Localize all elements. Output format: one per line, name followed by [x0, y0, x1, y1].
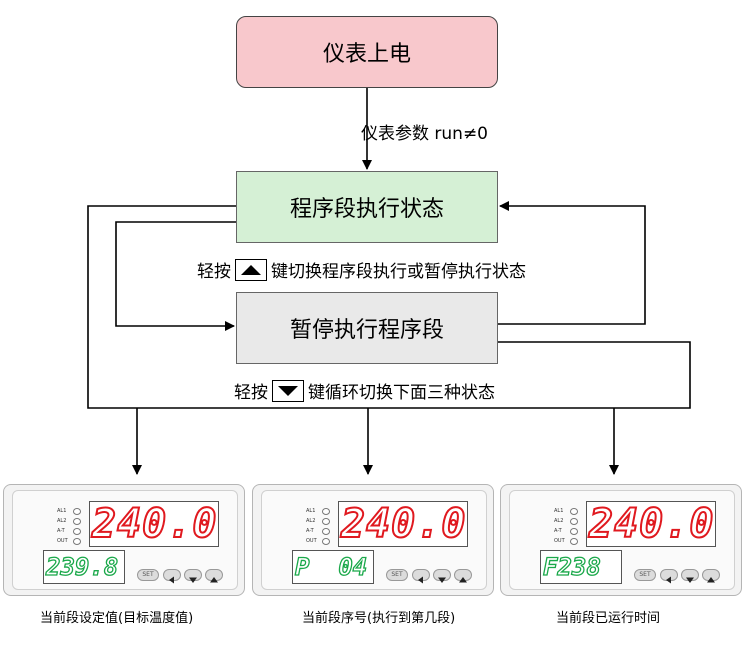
run-condition-label: 仪表参数 run≠0 [361, 124, 489, 144]
pv-value: 240.0 [340, 500, 467, 548]
down-suffix: 键循环切换下面三种状态 [308, 383, 495, 403]
led-at [570, 528, 578, 535]
left-button[interactable] [412, 569, 430, 584]
led-out [322, 538, 330, 545]
caption-panel-1: 当前段设定值(目标温度值) [40, 611, 194, 626]
down-button[interactable] [681, 569, 699, 583]
sv-value: 239.8 [45, 552, 119, 581]
indicator-al1: AL1 [554, 508, 564, 514]
down-button[interactable] [184, 569, 202, 583]
indicator-at: A-T [554, 528, 562, 534]
sv-value: F238 [542, 552, 601, 581]
led-al1 [73, 508, 81, 515]
indicator-al1: AL1 [306, 508, 316, 514]
bus-left [87, 205, 691, 409]
indicator-out: OUT [57, 538, 68, 544]
pv-display: 240.0 [89, 500, 219, 548]
caption-panel-3: 当前段已运行时间 [556, 611, 661, 626]
led-al2 [570, 518, 578, 525]
led-at [73, 528, 81, 535]
up-suffix: 键切换程序段执行或暂停执行状态 [271, 262, 526, 282]
arrow-exec-to-pause [115, 221, 236, 331]
controller-panel-3: AL1 AL2 A-T OUT 240.0 F238 SET [500, 484, 742, 596]
down-prefix: 轻按 [234, 383, 268, 403]
up-key-instruction: 轻按 键切换程序段执行或暂停执行状态 [197, 257, 526, 282]
set-button[interactable]: SET [137, 569, 159, 581]
sv-display: P 04 [292, 550, 374, 584]
up-button[interactable] [702, 569, 720, 583]
led-out [73, 538, 81, 545]
indicator-al2: AL2 [306, 518, 316, 524]
pause-state-box: 暂停执行程序段 [236, 292, 498, 364]
sv-value: P 04 [294, 552, 368, 581]
controller-panel-1: AL1 AL2 A-T OUT 240.0 239.8 SET [3, 484, 245, 596]
up-arrow-key-icon [235, 259, 267, 281]
down-button[interactable] [433, 569, 451, 583]
left-button[interactable] [163, 569, 181, 584]
indicator-at: A-T [57, 528, 65, 534]
pv-value: 240.0 [588, 500, 715, 548]
set-button[interactable]: SET [634, 569, 656, 581]
exec-state-label: 程序段执行状态 [289, 197, 444, 222]
down-arrow-key-icon [272, 380, 304, 402]
set-button[interactable]: SET [386, 569, 408, 581]
left-button[interactable] [660, 569, 678, 584]
controller-panel-2: AL1 AL2 A-T OUT 240.0 P 04 SET [252, 484, 494, 596]
pv-value: 240.0 [91, 500, 218, 548]
led-out [570, 538, 578, 545]
pause-state-label: 暂停执行程序段 [289, 318, 444, 343]
power-on-label: 仪表上电 [322, 42, 411, 67]
indicator-out: OUT [306, 538, 317, 544]
up-button[interactable] [205, 569, 223, 583]
sv-display: F238 [540, 550, 622, 584]
indicator-out: OUT [554, 538, 565, 544]
pv-display: 240.0 [586, 500, 716, 548]
arrow-pause-to-exec [498, 201, 646, 325]
led-al2 [322, 518, 330, 525]
caption-panel-2: 当前段序号(执行到第几段) [302, 611, 456, 626]
up-button[interactable] [454, 569, 472, 583]
exec-state-box: 程序段执行状态 [236, 171, 498, 243]
sv-display: 239.8 [43, 550, 125, 584]
led-at [322, 528, 330, 535]
indicator-at: A-T [306, 528, 314, 534]
indicator-al2: AL2 [57, 518, 67, 524]
led-al2 [73, 518, 81, 525]
down-key-instruction: 轻按 键循环切换下面三种状态 [234, 378, 495, 403]
led-al1 [570, 508, 578, 515]
pv-display: 240.0 [338, 500, 468, 548]
indicator-al1: AL1 [57, 508, 67, 514]
led-al1 [322, 508, 330, 515]
up-prefix: 轻按 [197, 262, 231, 282]
indicator-al2: AL2 [554, 518, 564, 524]
power-on-box: 仪表上电 [236, 16, 498, 88]
